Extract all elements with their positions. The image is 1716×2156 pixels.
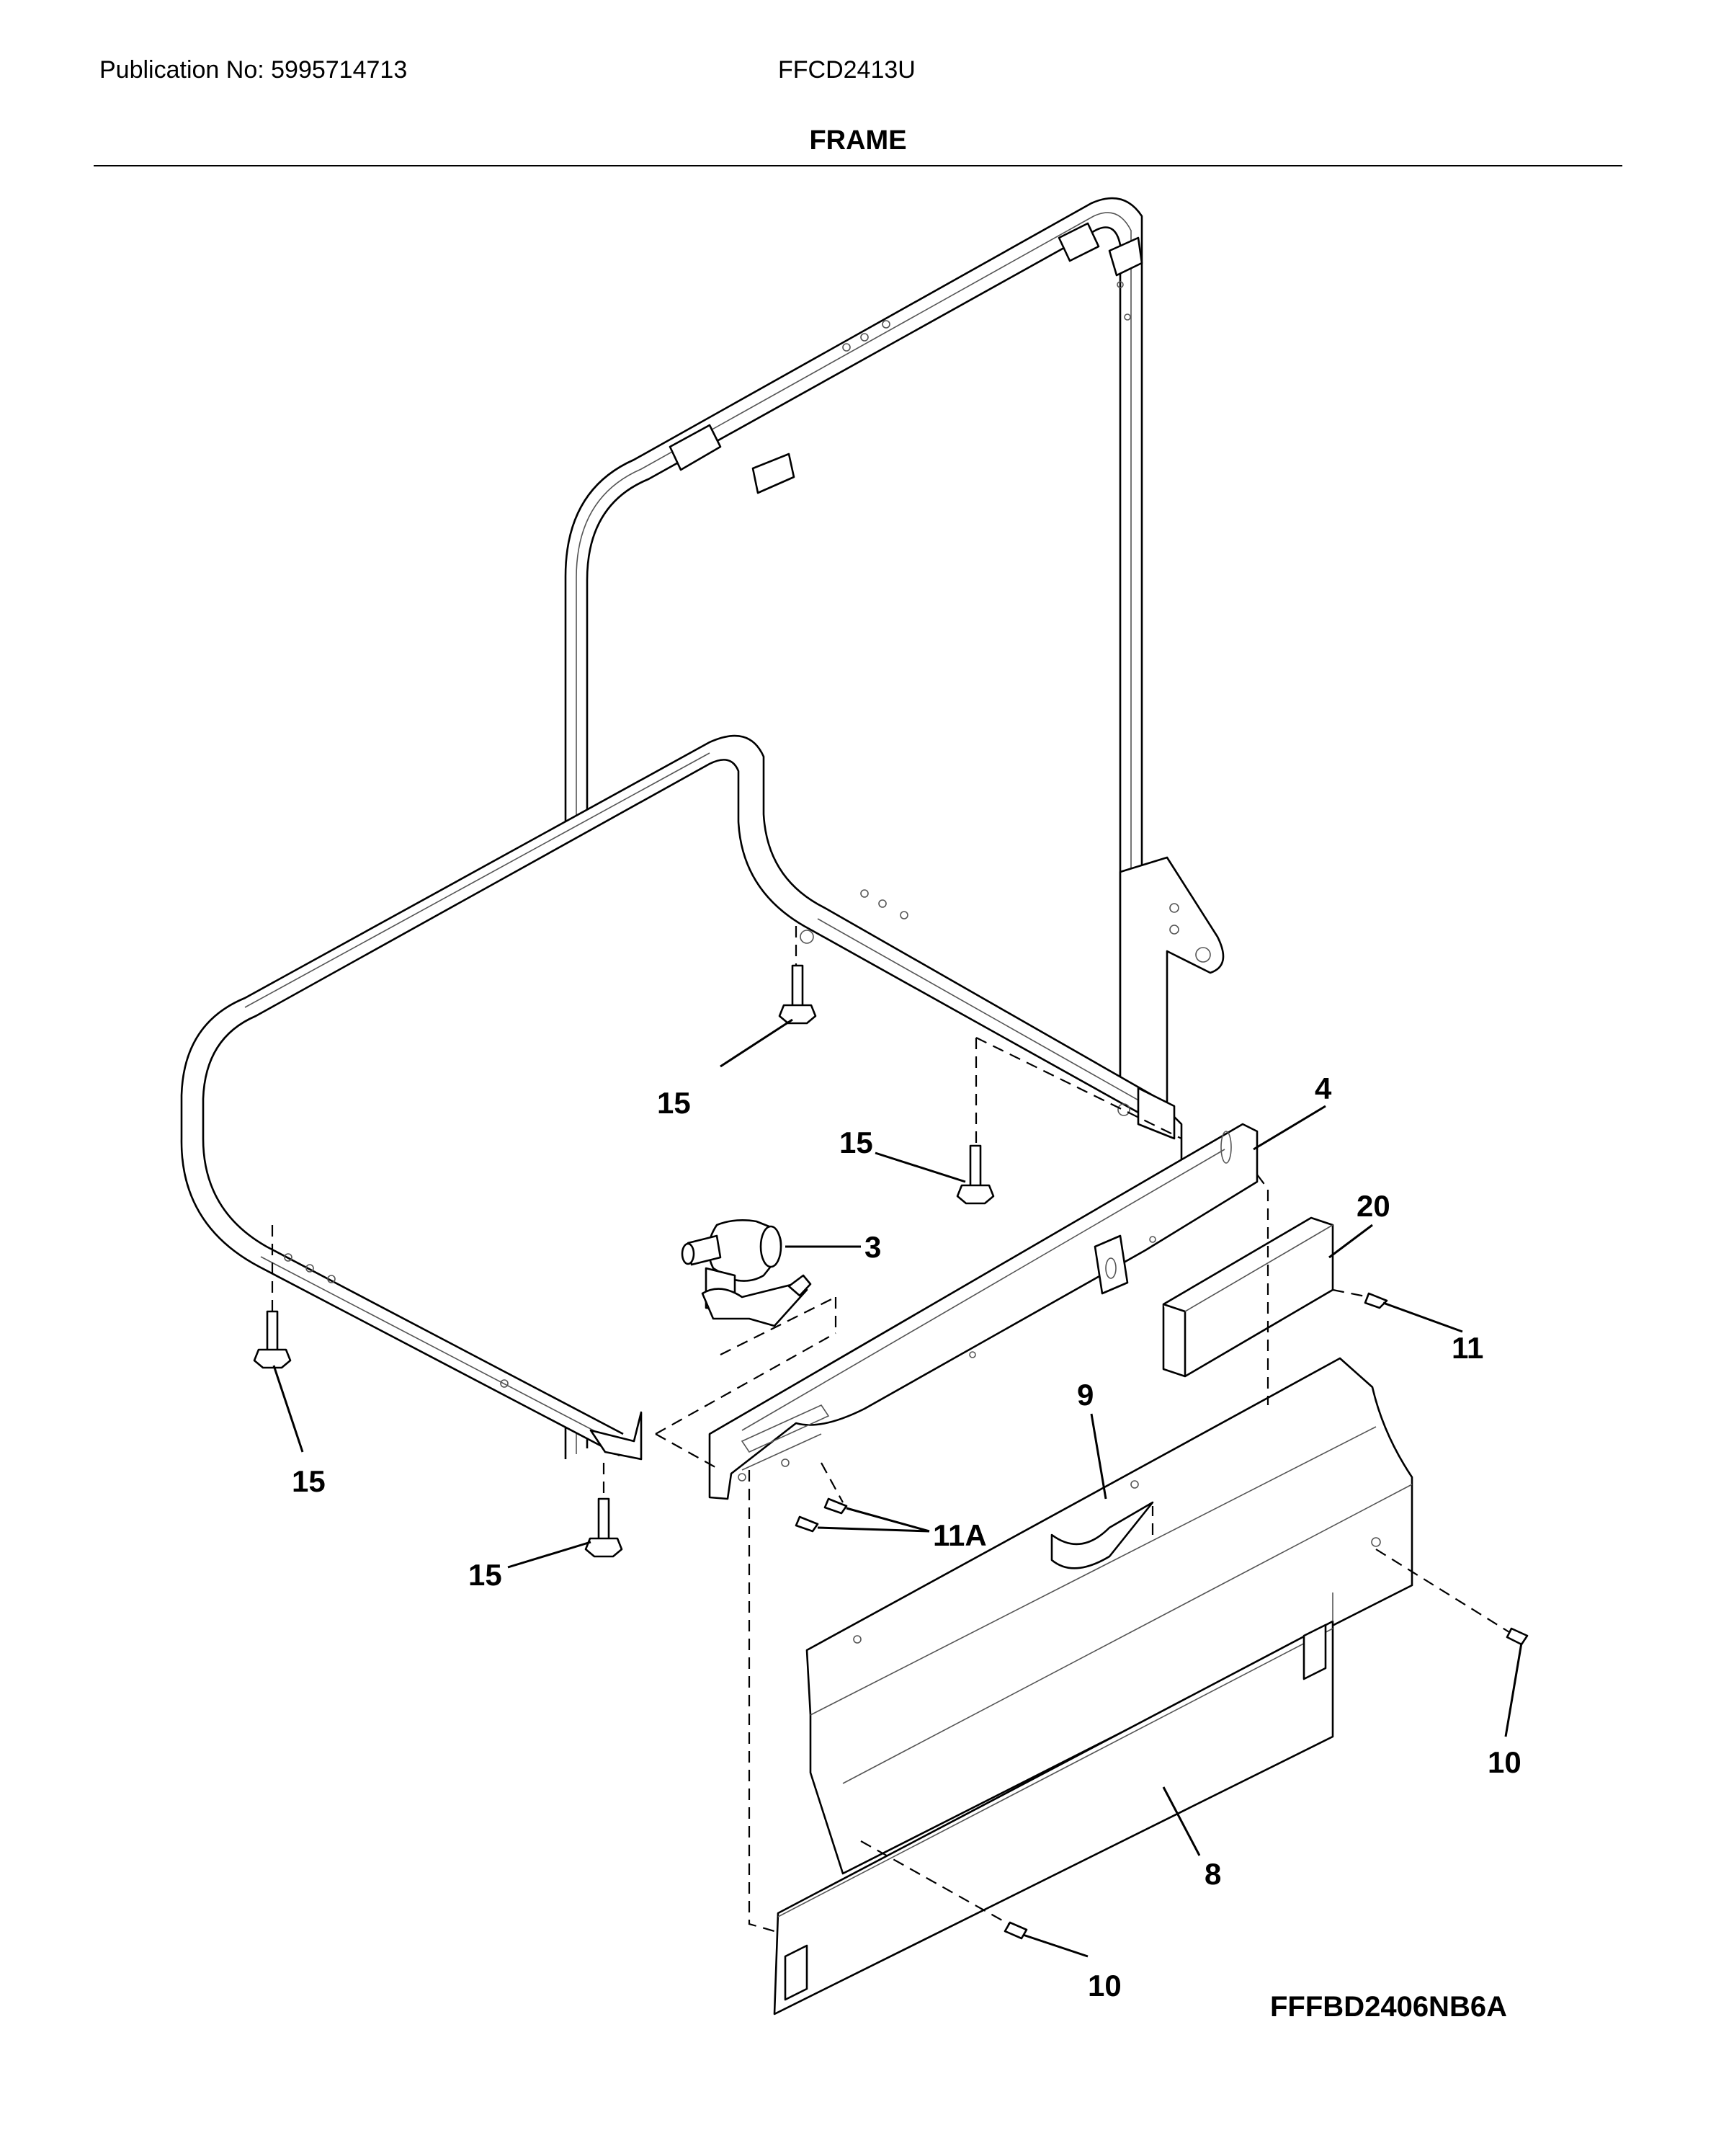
label-part-10-a: 10	[1488, 1745, 1521, 1779]
model-number: FFCD2413U	[778, 56, 916, 84]
label-part-11: 11	[1452, 1331, 1483, 1365]
label-part-15-c: 15	[292, 1464, 326, 1498]
label-part-4: 4	[1315, 1072, 1332, 1105]
kick-plate-lower-part	[773, 1592, 1334, 2015]
kick-plate-upper-part	[805, 1357, 1413, 1875]
page-title: FRAME	[809, 125, 907, 156]
title-divider	[94, 165, 1622, 166]
label-part-10-b: 10	[1088, 1969, 1122, 2003]
diagram-code: FFFBD2406NB6A	[1270, 1991, 1507, 2023]
leveling-legs	[253, 964, 995, 1558]
assembly-dashed-lines	[271, 926, 1510, 1933]
label-part-15-d: 15	[468, 1558, 502, 1592]
label-part-15-a: 15	[657, 1086, 691, 1120]
label-part-20: 20	[1357, 1189, 1390, 1223]
front-rail-part	[708, 1123, 1259, 1500]
label-part-15-b: 15	[839, 1126, 873, 1159]
base-frame	[180, 734, 1183, 1461]
water-valve-part	[681, 1219, 812, 1327]
junction-box-part	[1162, 1216, 1334, 1378]
label-part-9: 9	[1077, 1378, 1094, 1412]
publication-number: Publication No: 5995714713	[99, 56, 408, 84]
label-part-11a: 11A	[933, 1518, 987, 1552]
label-part-8: 8	[1205, 1857, 1221, 1891]
label-part-3: 3	[864, 1230, 881, 1264]
leader-lines	[272, 1018, 1523, 1958]
screws	[795, 1292, 1529, 1940]
